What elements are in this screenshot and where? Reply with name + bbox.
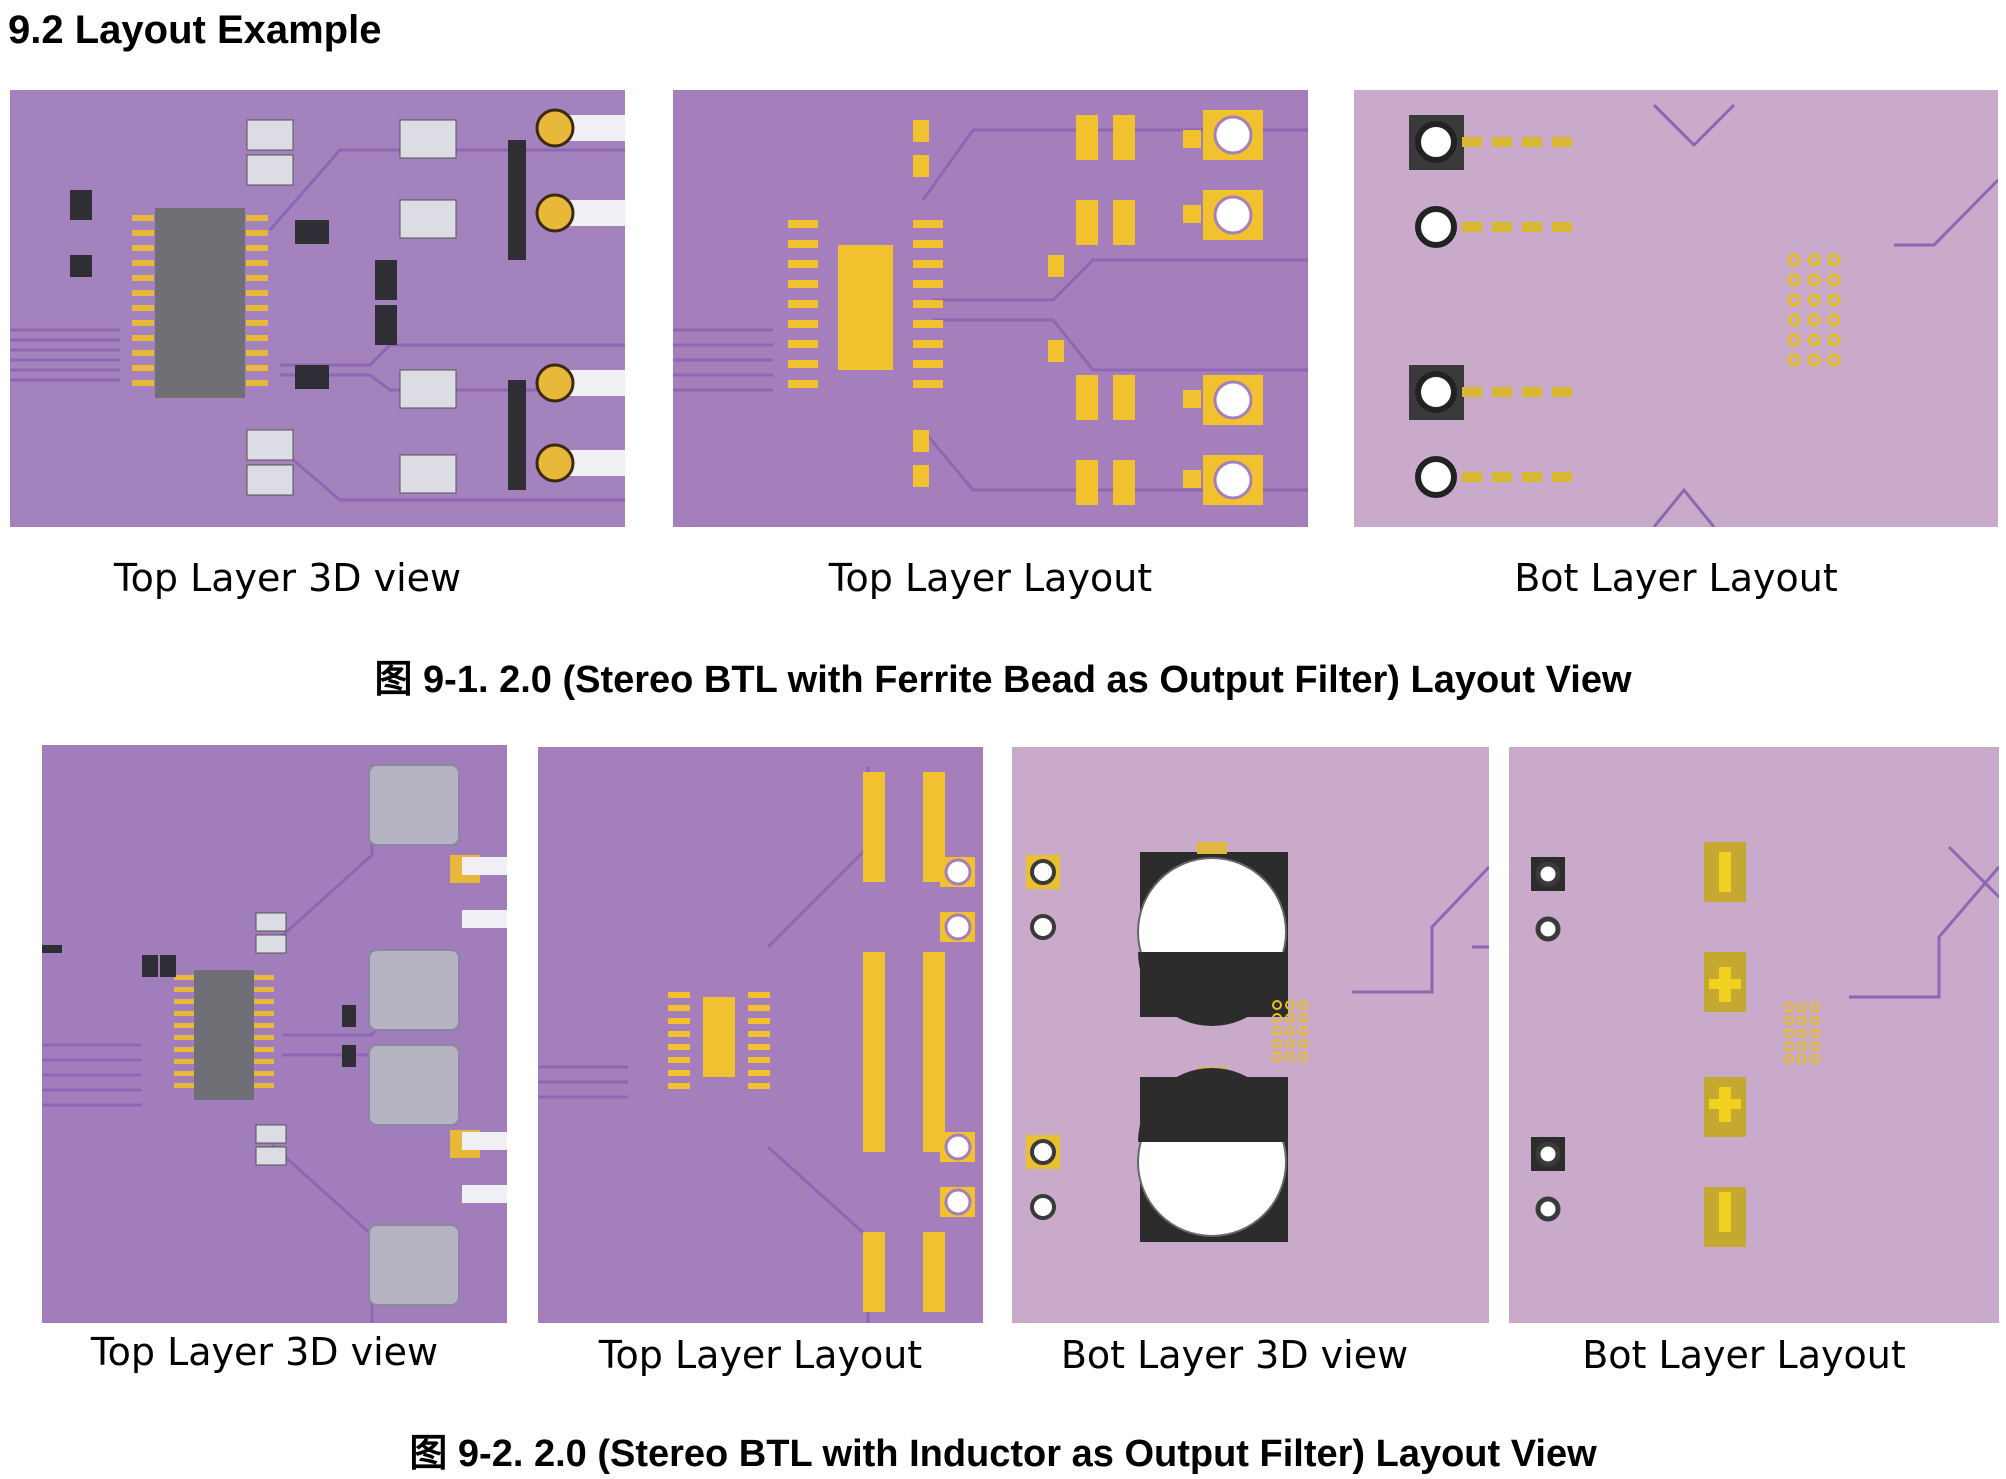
fig1-bot-layout-image — [1354, 90, 1998, 527]
fig1-panel-label-3: Bot Layer Layout — [1514, 556, 1838, 600]
fig1-top-3d-view-image — [10, 90, 625, 527]
fig2-bot-3d-view-image — [1012, 747, 1489, 1323]
fig2-panel-label-4: Bot Layer Layout — [1582, 1333, 1906, 1377]
fig2-panel-label-1: Top Layer 3D view — [90, 1330, 439, 1374]
fig2-top-layout-image — [538, 747, 983, 1323]
figure1-caption: 图 9-1. 2.0 (Stereo BTL with Ferrite Bead… — [374, 659, 1632, 701]
fig2-top-3d-view-image — [42, 745, 507, 1323]
fig2-bot-layout-image — [1509, 747, 1999, 1323]
fig1-panel-label-2: Top Layer Layout — [828, 556, 1153, 600]
fig2-panel-label-3: Bot Layer 3D view — [1060, 1333, 1409, 1377]
section-title: 9.2 Layout Example — [8, 8, 382, 52]
fig2-panel-label-2: Top Layer Layout — [598, 1333, 923, 1377]
fig1-panel-label-1: Top Layer 3D view — [113, 556, 462, 600]
fig1-top-layout-image — [673, 90, 1308, 527]
figure2-caption: 图 9-2. 2.0 (Stereo BTL with Inductor as … — [409, 1433, 1597, 1475]
